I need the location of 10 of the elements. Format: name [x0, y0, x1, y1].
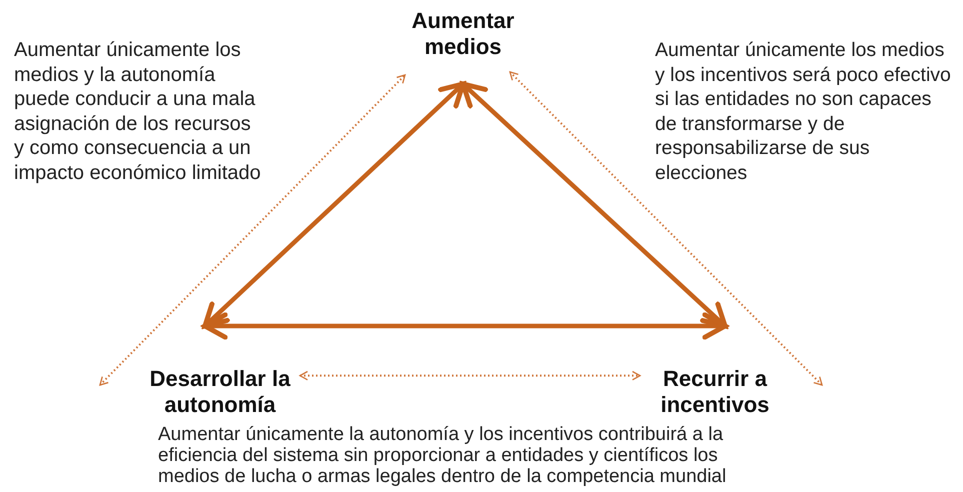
double-arrow: [202, 312, 728, 340]
note-text: Aumentar únicamente la autonomía y los incentivos contribuirá a la eficiencia del sistema sin proporcionar a entidades y científicos los medios de lucha o armas legales dentro de la competencia mundial: [158, 424, 728, 487]
vertex-label: Recurrir a incentivos: [660, 366, 770, 418]
double-arrow: [460, 82, 728, 328]
dotted-double-arrow: [299, 370, 641, 381]
note-text: Aumentar únicamente los medios y los incentivos será poco efectivo si las entidades no son capaces de transformarse y de responsabilizarse de sus elecciones: [655, 38, 952, 185]
double-arrow: [202, 82, 466, 328]
note-text: Aumentar únicamente los medios y la autonomía puede conducir a una mala asignación de los recursos y como consecuencia a un impacto económico limitado: [14, 38, 262, 185]
vertex-label: Desarrollar la autonomía: [148, 366, 292, 418]
vertex-label: Aumentar medios: [410, 8, 516, 60]
